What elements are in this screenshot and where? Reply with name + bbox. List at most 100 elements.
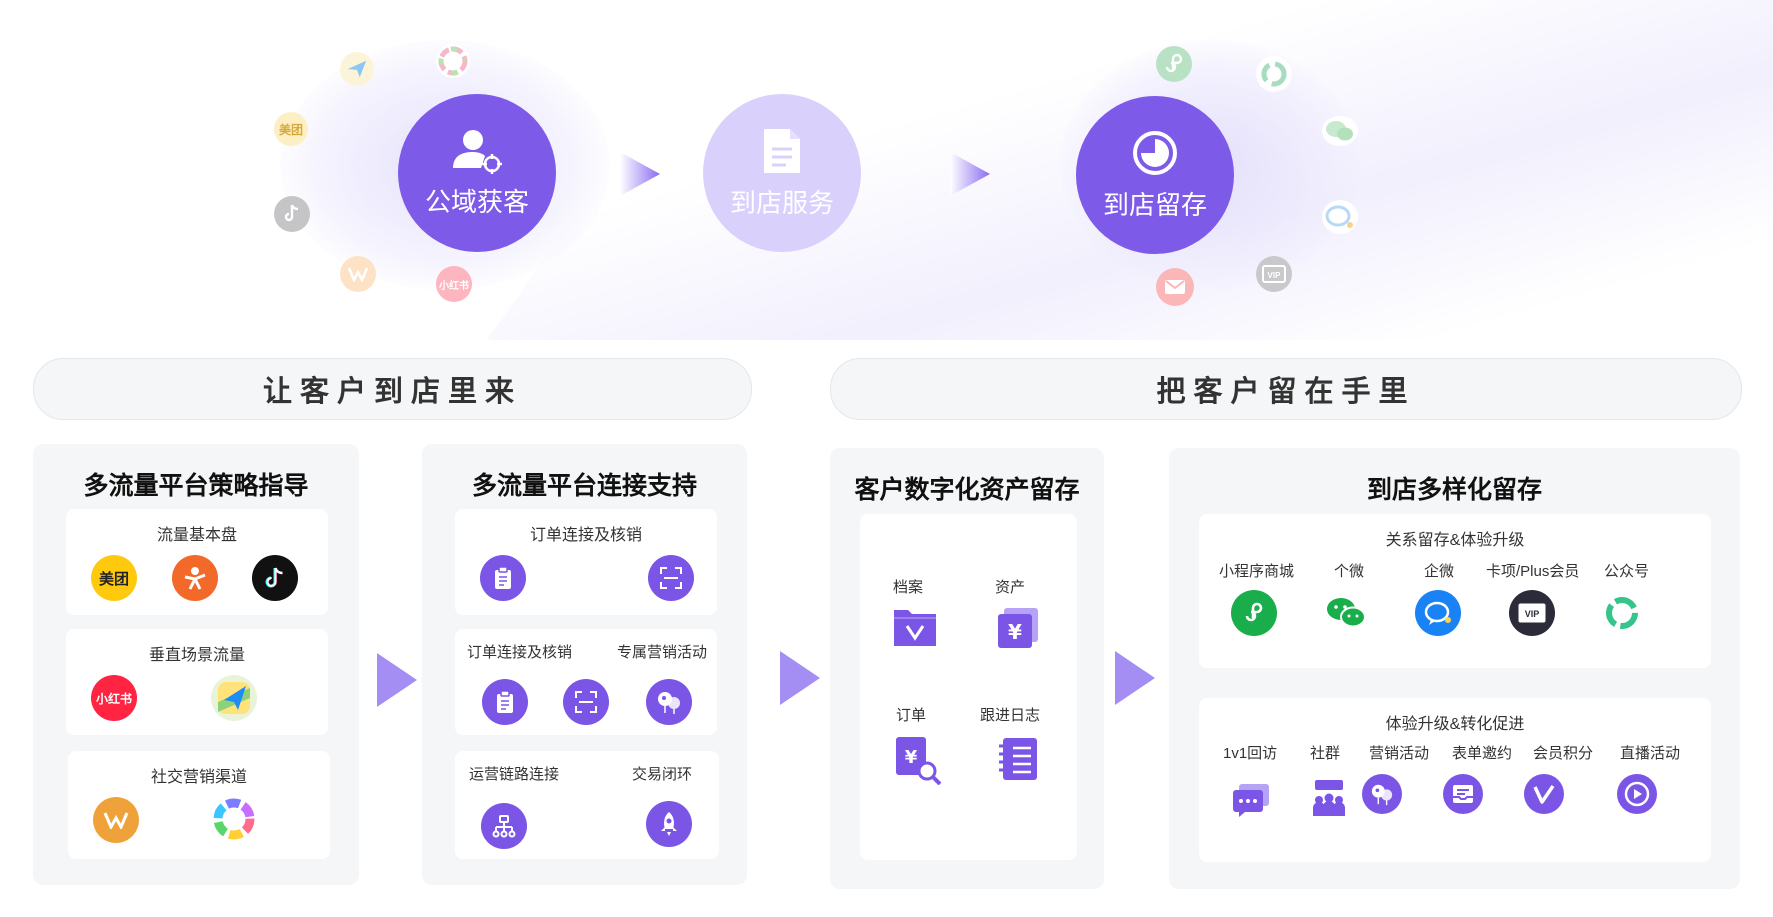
card-title: 社交营销渠道 [150, 769, 247, 786]
svg-text:¥: ¥ [1008, 620, 1022, 644]
clipboard-icon [480, 555, 526, 601]
item-label-follow-up-log: 跟进日志 [980, 707, 1041, 724]
card-operation-link: 运营链路连接 交易闭环 [455, 751, 719, 859]
card-label: 专属营销活动 [617, 644, 708, 661]
miniprogram-icon [1156, 46, 1192, 82]
step-public-acquisition: 公域获客 [398, 94, 556, 252]
item-label-archive: 档案 [893, 579, 924, 596]
step-in-store-service: 到店服务 [703, 94, 861, 252]
panel-diversified-retention: 到店多样化留存 关系留存&体验升级 小程序商城 个微 企微 卡项/Plus会员 … [1169, 448, 1740, 889]
official-account-icon [1599, 590, 1645, 636]
community-icon [1309, 778, 1349, 818]
vip-text: VIP [1525, 609, 1540, 619]
pie-chart-icon [1133, 130, 1177, 175]
item-label: 营销活动 [1369, 745, 1430, 762]
step-label: 到店留存 [1102, 189, 1207, 220]
item-label: 公众号 [1604, 563, 1650, 580]
panel-title: 多流量平台策略指导 [83, 472, 309, 500]
arrow-panel2-to-panel3 [780, 651, 820, 705]
xiaohongshu-icon: 小红书 [91, 675, 137, 721]
wecom-icon [1415, 590, 1461, 636]
wechat-icon [1323, 590, 1369, 636]
card-order-marketing: 订单连接及核销 专属营销活动 [455, 629, 717, 735]
card-social-marketing: 社交营销渠道 [68, 751, 330, 859]
panel-title: 客户数字化资产留存 [854, 476, 1080, 504]
card-label: 交易闭环 [632, 766, 693, 783]
document-icon [764, 128, 800, 173]
form-invite-icon [1443, 774, 1483, 814]
step-label: 公域获客 [424, 186, 529, 217]
weibo-w-icon [340, 256, 376, 292]
card-experience-conversion: 体验升级&转化促进 1v1回访 社群 营销活动 表单邀约 会员积分 直播活动 [1199, 698, 1711, 862]
item-label-orders: 订单 [896, 707, 927, 724]
folder-icon [892, 606, 938, 648]
arrow-panel3-to-panel4 [1115, 651, 1155, 705]
flow-arrow-1 [620, 152, 660, 196]
item-label: 会员积分 [1533, 745, 1594, 762]
order-search-icon: ¥ [894, 736, 942, 785]
card-vertical-traffic: 垂直场景流量 小红书 [66, 629, 328, 735]
meituan-icon: 美团 [91, 555, 137, 601]
item-label: 表单邀约 [1452, 745, 1513, 762]
item-label: 卡项/Plus会员 [1486, 563, 1580, 580]
meituan-icon: 美团 [274, 112, 308, 146]
miniprogram-icon [1231, 590, 1277, 636]
item-label: 小程序商城 [1219, 563, 1295, 580]
card-title: 流量基本盘 [156, 527, 237, 544]
wecom-icon [1322, 200, 1358, 234]
card-order-connection: 订单连接及核销 [455, 509, 717, 615]
card-label: 订单连接及核销 [467, 644, 573, 661]
item-label: 个微 [1334, 563, 1365, 580]
log-book-icon [996, 736, 1040, 782]
tiktok-icon [252, 555, 298, 601]
item-label: 直播活动 [1620, 745, 1681, 762]
xiaohongshu-icon: 小红书 [436, 266, 472, 302]
user-target-icon [453, 129, 502, 174]
member-points-icon [1524, 774, 1564, 814]
card-digital-assets: 档案 资产 ¥ 订单 跟进日志 ¥ [860, 514, 1077, 860]
item-label: 社群 [1310, 745, 1341, 762]
tiktok-icon [274, 196, 310, 232]
card-relationship-retention: 关系留存&体验升级 小程序商城 个微 企微 卡项/Plus会员 公众号 VIP [1199, 514, 1711, 668]
vip-card-icon: VIP [1509, 590, 1555, 636]
arrow-panel1-to-panel2 [377, 653, 417, 707]
asset-card-icon: ¥ [996, 606, 1040, 650]
clipboard-icon [482, 679, 528, 725]
scan-icon [563, 679, 609, 725]
vip-card-icon: VIP [1256, 256, 1292, 292]
panel-title: 到店多样化留存 [1366, 476, 1542, 504]
card-title: 体验升级&转化促进 [1385, 716, 1525, 733]
step-in-store-retention: 到店留存 [1076, 96, 1234, 254]
org-chart-icon [481, 803, 527, 849]
marketing-balloon-icon [1362, 774, 1402, 814]
flow-arrow-2 [950, 152, 990, 196]
card-traffic-base: 流量基本盘 美团 [66, 509, 328, 615]
card-title: 订单连接及核销 [529, 527, 642, 544]
scan-icon [648, 555, 694, 601]
send-icon [340, 52, 374, 86]
panel-traffic-connection: 多流量平台连接支持 订单连接及核销 订单连接及核销 专属营销活动 运营链路连接 … [422, 444, 747, 885]
live-stream-icon [1617, 774, 1657, 814]
svg-text:¥: ¥ [905, 747, 918, 768]
weibo-w-icon [93, 797, 139, 843]
amap-icon [211, 675, 257, 721]
chat-callback-icon [1231, 782, 1271, 818]
section-right-title: 把客户留在手里 [830, 358, 1742, 420]
card-label: 运营链路连接 [469, 766, 560, 783]
card-title: 垂直场景流量 [148, 647, 245, 664]
card-title: 关系留存&体验升级 [1385, 532, 1525, 549]
wechat-icon [1322, 116, 1358, 146]
vip-text: VIP [1268, 271, 1282, 280]
marketing-balloon-icon [646, 679, 692, 725]
item-label-assets: 资产 [995, 579, 1026, 596]
aperture-icon [436, 44, 470, 78]
dianping-icon [172, 555, 218, 601]
panel-title: 多流量平台连接支持 [471, 472, 697, 500]
step-label: 到店服务 [729, 187, 834, 218]
rocket-icon [646, 801, 692, 847]
mail-icon [1156, 268, 1194, 306]
aperture-icon [210, 795, 258, 843]
section-left-title: 让客户到店里来 [33, 358, 752, 420]
official-account-icon [1256, 56, 1292, 92]
panel-digital-assets: 客户数字化资产留存 档案 资产 ¥ 订单 跟进日志 ¥ [830, 448, 1104, 889]
